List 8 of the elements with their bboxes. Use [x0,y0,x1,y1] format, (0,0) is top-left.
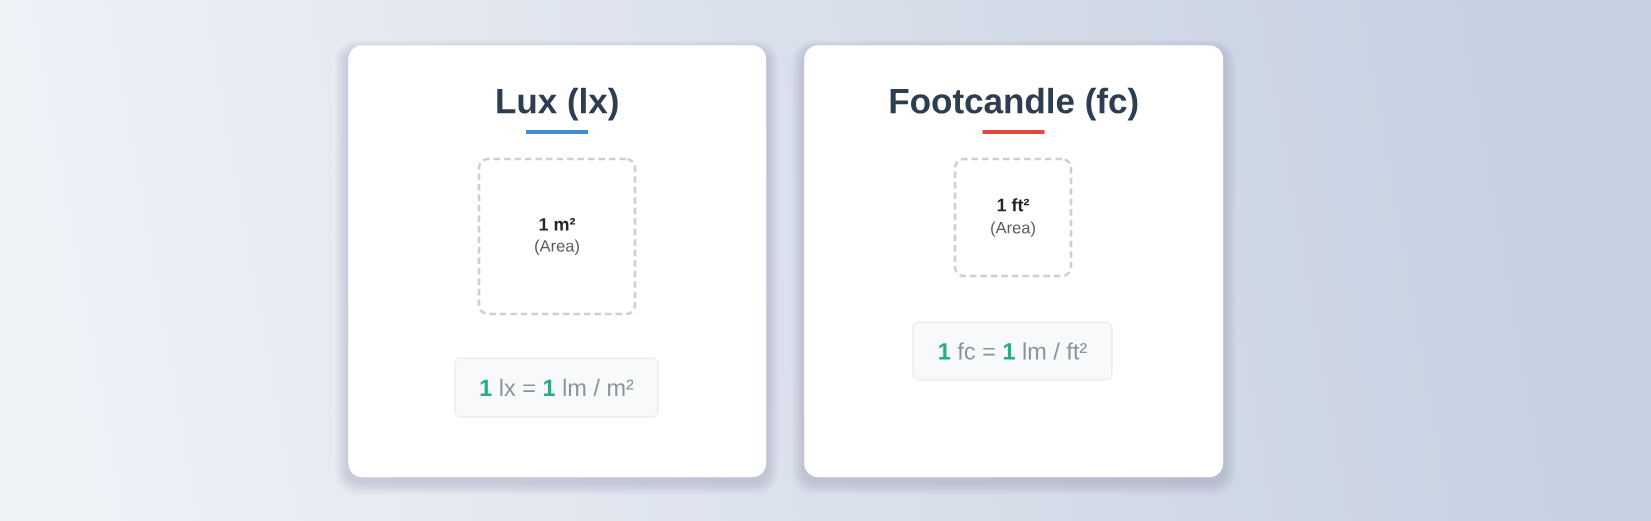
dashed-square: 1 ft² (Area) [953,157,1073,278]
card-title: Lux (lx) [497,87,618,121]
card [348,45,767,478]
dashed-square: 1 m² (Area) [477,157,637,316]
card [804,45,1224,478]
card-title: Footcandle (fc) [890,87,1138,121]
formula-box: 1 lx = 1 lm / m² [454,357,659,418]
formula-box: 1 fc = 1 lm / ft² [912,321,1113,381]
